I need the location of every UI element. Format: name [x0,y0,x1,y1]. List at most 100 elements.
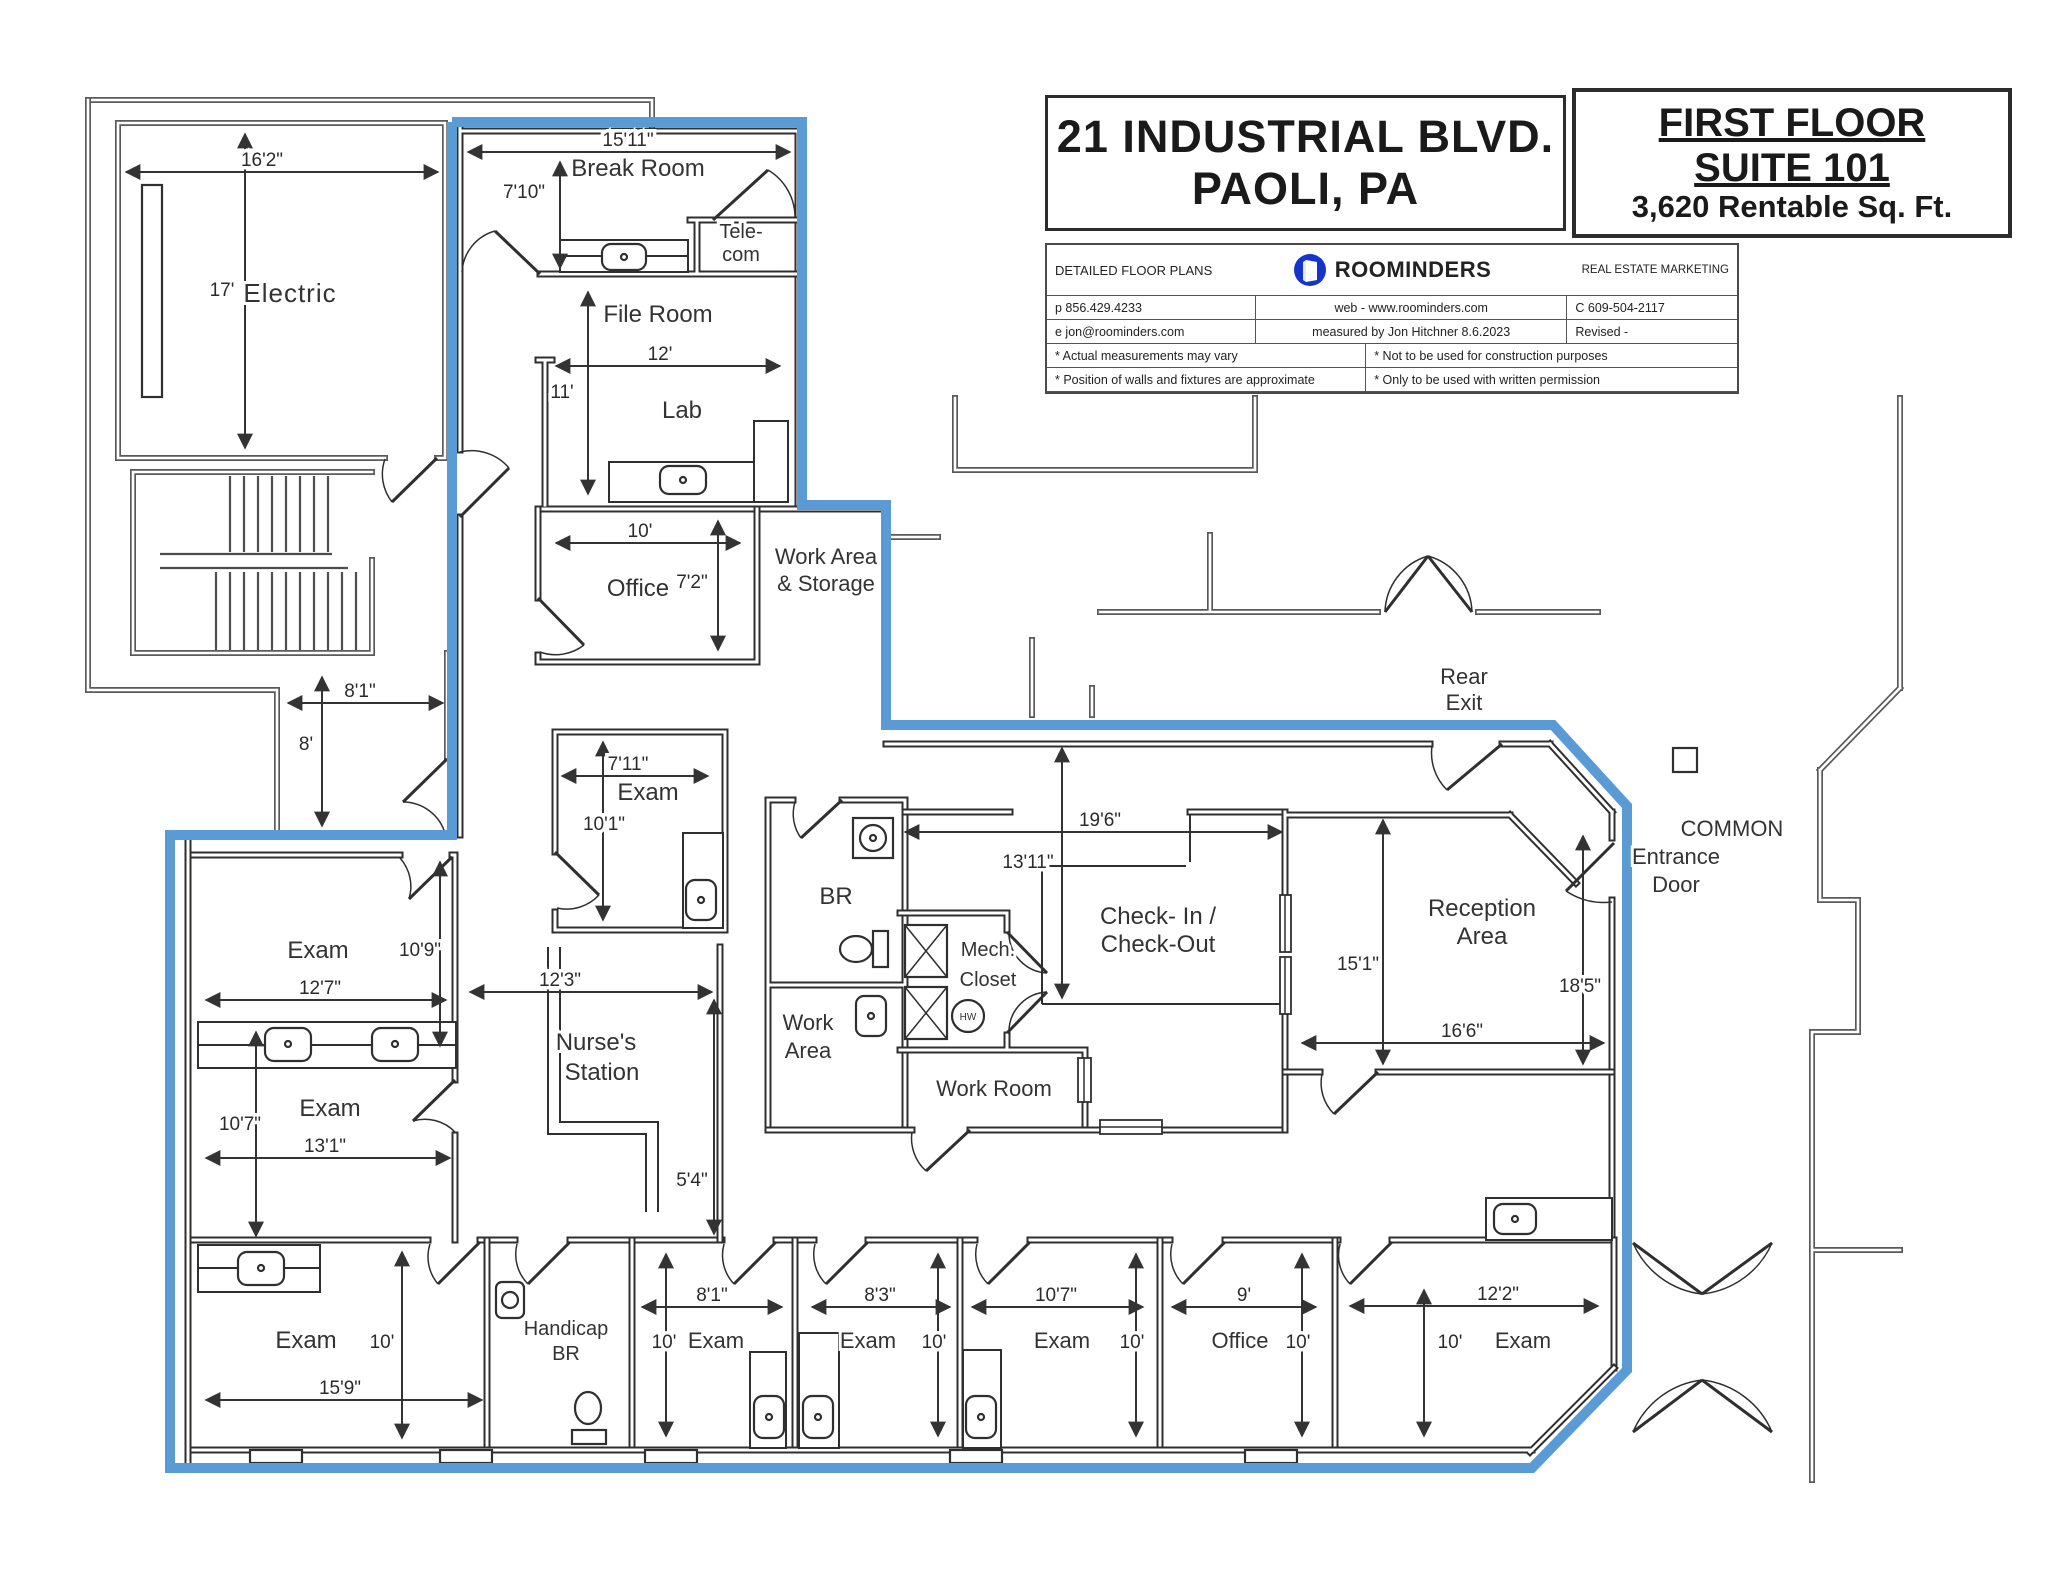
room-label-checkin: Check- In / [1100,903,1216,930]
dim-reception-h2: 18'5" [1559,976,1601,997]
room-label-rear-exit: Rear [1440,664,1488,689]
room-label-reception: Area [1457,923,1508,950]
room-label-electric: Electric [243,278,336,308]
room-label-exam-s5: Exam [1495,1328,1551,1353]
room-label-exam-w1: Exam [287,937,348,964]
room-label-br: BR [819,883,852,910]
window-icon [1279,894,1292,953]
dim-checkin-h: 13'11" [1002,852,1053,873]
window-icon [1099,1119,1163,1135]
room-label-checkin: Check-Out [1101,931,1216,958]
address-title-block: 21 INDUSTRIAL BLVD. PAOLI, PA [1045,95,1566,231]
room-label-telecom: Tele- [719,221,762,243]
room-label-handicap-br: BR [552,1343,580,1365]
sink-icon [851,816,895,860]
room-label-nurses: Nurse's [556,1029,637,1056]
common-walls [85,97,1905,1483]
dim-exam-s2-w: 8'1" [696,1285,728,1306]
room-label-office-s: Office [1211,1328,1268,1353]
dim-exam-w2-h: 10'7" [219,1114,261,1135]
hvac-unit-icon [903,923,949,979]
sink-icon [370,1026,420,1063]
dimensions: 16'2" 17' 15'11" 7'10" 12' 11' 10' 7'2" … [124,127,1606,1440]
dim-office-nw-h: 7'2" [676,572,708,593]
room-label-handicap-br: Handicap [524,1318,609,1340]
room-label-nurses: Station [565,1059,640,1086]
room-label-reception: Reception [1428,895,1536,922]
room-label-work-storage: Work Area [775,544,878,569]
suite-boundary [165,117,1632,1473]
dim-exam-s4-w: 10'7" [1035,1285,1077,1306]
vendor-tagline-right: REAL ESTATE MARKETING [1581,264,1729,276]
dim-checkin-w: 19'6" [1079,810,1121,831]
suite-floor: FIRST FLOOR [1658,100,1926,145]
dim-office-s-h: 10' [1286,1332,1311,1353]
room-label-exam-s1: Exam [275,1327,336,1354]
electric-panel-icon [140,183,164,399]
dim-exam-s2-h: 10' [652,1332,677,1353]
dim-lab-h: 11' [550,382,573,403]
room-label-break-room: Break Room [571,155,704,182]
address-line1: 21 INDUSTRIAL BLVD. [1056,111,1555,163]
water-heater-label: HW [960,1012,977,1023]
sink-icon [684,878,718,922]
room-label-mech-closet: Closet [960,969,1017,991]
fixtures: HW [140,183,1538,1446]
vendor-note-measurements: * Actual measurements may vary [1047,344,1367,368]
water-heater-icon: HW [950,998,986,1034]
dim-exam-s5-h: 10' [1438,1332,1463,1353]
room-label-exam-s3: Exam [840,1328,896,1353]
dim-exam-w1-h: 10'9" [399,940,441,961]
vendor-note-permission: * Only to be used with written permissio… [1366,368,1737,392]
room-label-entrance-door: Entrance [1632,844,1720,869]
room-labels: Electric Break Room Tele- com File Room … [240,152,1786,1368]
dim-exam-s1-h: 10' [370,1332,395,1353]
address-line2: PAOLI, PA [1191,163,1420,214]
room-label-exam-w2: Exam [299,1095,360,1122]
dim-exam-w1-w: 12'7" [299,978,341,999]
room-label-exam-s4: Exam [1034,1328,1090,1353]
suite-walls [184,118,1619,1466]
sink-icon [964,1394,998,1440]
dim-exam-s5-w: 12'2" [1477,1284,1519,1305]
sink-icon [658,464,708,496]
dim-exam-mid-w: 7'11" [608,754,649,775]
checkin-counter [1041,815,1285,1005]
room-label-exam-mid: Exam [617,779,678,806]
vendor-cell: C 609-504-2117 [1567,296,1737,320]
nurses-counter [547,947,659,1212]
vendor-measured: measured by Jon Hitchner 8.6.2023 [1256,320,1568,344]
room-label-work-area: Area [785,1038,832,1063]
dim-exam-s3-h: 10' [922,1332,947,1353]
room-label-exam-s2: Exam [688,1328,744,1353]
vendor-revised: Revised - [1567,320,1737,344]
suite-number: SUITE 101 [1694,145,1890,190]
vendor-brand: ROOMINDERS [1334,257,1492,282]
dim-hall-h: 8' [299,734,313,755]
roominders-logo-icon [1293,254,1326,286]
stairs-icon [160,476,358,650]
sink-icon [752,1394,786,1440]
sink-icon [263,1026,313,1063]
sink-icon [1492,1202,1538,1236]
vendor-web: web - www.roominders.com [1256,296,1568,320]
column-icon [1671,746,1699,774]
vendor-block: DETAILED FLOOR PLANS ROOMINDERS REAL EST… [1045,243,1739,394]
sink-icon [494,1280,526,1320]
dim-break-w: 15'11" [602,130,653,151]
dim-reception-h1: 15'1" [1337,954,1379,975]
room-label-common: COMMON [1681,816,1784,841]
dim-hall-w: 8'1" [344,681,376,702]
window-icon [1279,956,1292,1015]
vendor-tagline-left: DETAILED FLOOR PLANS [1055,262,1213,278]
room-label-work-room: Work Room [936,1076,1052,1101]
sink-icon [600,242,648,272]
hvac-unit-icon [903,985,949,1041]
room-label-rear-exit: Exit [1446,690,1483,715]
room-label-mech-closet: Mech. [961,939,1015,961]
vendor-email: e jon@roominders.com [1047,320,1256,344]
room-label-work-storage: & Storage [777,571,875,596]
dim-exam-w2-w: 13'1" [304,1136,346,1157]
dim-break-h: 7'10" [503,182,545,203]
